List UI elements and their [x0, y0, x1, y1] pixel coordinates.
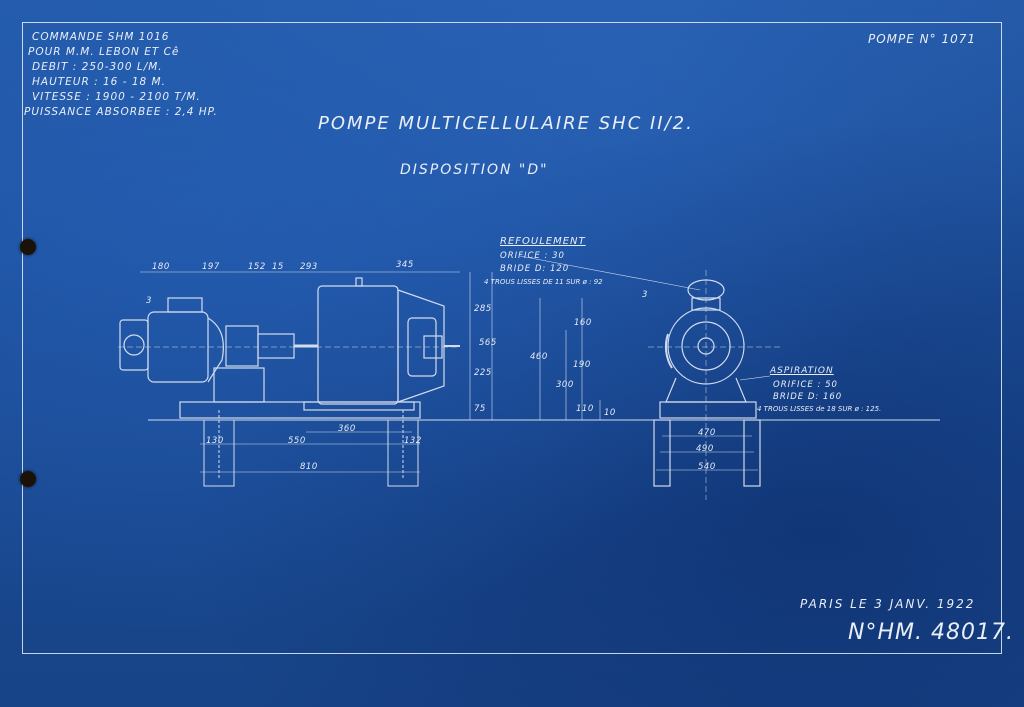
dim-110: 110: [576, 404, 594, 414]
motor-end-cover: [407, 317, 437, 377]
refoulement-orifice: ORIFICE : 30: [500, 251, 565, 261]
motor-end-bell: [397, 289, 445, 403]
dim-470: 470: [698, 428, 716, 438]
aspiration-trous: 4 TROUS LISSES de 18 SUR ø : 125.: [757, 405, 882, 413]
order-line-commande: COMMANDE SHM 1016: [32, 31, 170, 43]
drawing-border: [22, 22, 1002, 654]
suction-flange-bore: [123, 334, 145, 356]
refoulement-heading: REFOULEMENT: [500, 236, 586, 247]
bearing-housing: [225, 325, 259, 367]
order-line-vitesse: VITESSE : 1900 - 2100 T/M.: [32, 91, 201, 103]
pump-pedestal: [213, 367, 265, 403]
dim-130: 130: [206, 436, 224, 446]
dim-810: 810: [300, 462, 318, 472]
end-view-baseplate: [659, 401, 757, 419]
dim-550: 550: [288, 436, 306, 446]
drawing-subtitle: DISPOSITION "D": [400, 162, 549, 178]
dim-10: 10: [604, 408, 616, 418]
rotation-arrow: [664, 333, 673, 369]
discharge-flange: [167, 297, 203, 313]
volute: [207, 317, 224, 383]
drawing-number: N°HM. 48017.: [848, 620, 1014, 645]
order-spec-block: COMMANDE SHM 1016 POUR M.M. LEBON ET Cê …: [24, 30, 218, 120]
punch-hole: [20, 239, 36, 255]
end-view-discharge-neck: [691, 297, 721, 311]
leader-refoulement: [519, 255, 701, 291]
pump-number: POMPE N° 1071: [868, 32, 976, 46]
order-line-client: POUR M.M. LEBON ET Cê: [28, 46, 180, 58]
dim-132: 132: [404, 436, 422, 446]
dim-15: 15: [272, 262, 284, 272]
end-view-flange: [681, 321, 731, 371]
coupling: [257, 333, 295, 359]
end-foundation-pit-left: [653, 419, 671, 487]
dim-360: 360: [338, 424, 356, 434]
dim-460: 460: [530, 352, 548, 362]
aspiration-bride: BRIDE D: 160: [773, 392, 843, 402]
foundation-bolts: [203, 410, 419, 487]
dim-190: 190: [573, 360, 591, 370]
lifting-eye: [355, 277, 363, 287]
motor-hub: [423, 335, 443, 359]
pump-elevation: [119, 277, 460, 419]
drawing-title: POMPE MULTICELLULAIRE SHC II/2.: [318, 113, 694, 134]
dim-300: 300: [556, 380, 574, 390]
order-line-debit: DEBIT : 250-300 L/M.: [32, 61, 163, 73]
dim-540: 540: [698, 462, 716, 472]
dim-75: 75: [474, 404, 486, 414]
end-view-bore: [697, 337, 715, 355]
common-baseplate: [179, 401, 421, 419]
leader-aspiration: [739, 375, 771, 381]
dim-345: 345: [396, 260, 414, 270]
dim-197: 197: [202, 262, 220, 272]
dim-285: 285: [474, 304, 492, 314]
dim-160: 160: [574, 318, 592, 328]
aspiration-heading: ASPIRATION: [770, 366, 834, 376]
order-line-puissance: PUISSANCE ABSORBEE : 2,4 HP.: [24, 106, 218, 118]
punch-hole: [20, 471, 36, 487]
order-line-hauteur: HAUTEUR : 16 - 18 M.: [32, 76, 166, 88]
dim-225: 225: [474, 368, 492, 378]
refoulement-trous: 4 TROUS LISSES DE 11 SUR ø : 92: [484, 278, 603, 286]
aspiration-orifice: ORIFICE : 50: [773, 380, 838, 390]
end-foundation-pit-right: [743, 419, 761, 487]
end-view-casing: [667, 307, 745, 385]
date-place: PARIS LE 3 JANV. 1922: [800, 597, 976, 611]
end-view-discharge-flange: [687, 279, 725, 301]
refoulement-bride: BRIDE D: 120: [500, 264, 570, 274]
dim-side-3: 3: [642, 290, 648, 300]
dim-left-3: 3: [146, 296, 152, 306]
dim-565: 565: [479, 338, 497, 348]
dim-490: 490: [696, 444, 714, 454]
dim-152: 152: [248, 262, 266, 272]
dim-180: 180: [152, 262, 170, 272]
motor-body: [317, 285, 399, 405]
pump-end-elevation: [653, 279, 761, 487]
dim-293: 293: [300, 262, 318, 272]
